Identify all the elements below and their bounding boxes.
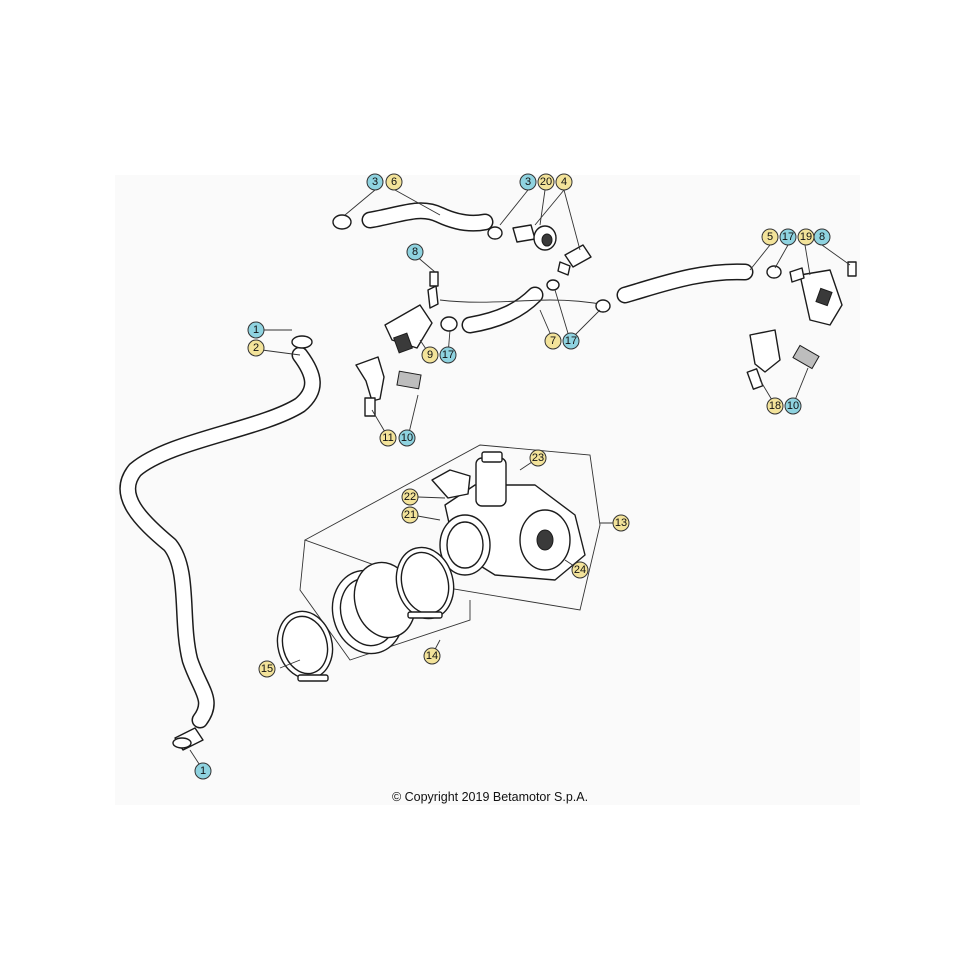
callout-1-top: 1 [247, 321, 265, 339]
callout-5: 5 [761, 228, 779, 246]
svg-text:18: 18 [769, 400, 781, 412]
callout-9: 9 [421, 346, 439, 364]
callout-18: 18 [766, 397, 784, 415]
svg-text:4: 4 [561, 176, 567, 188]
callout-13: 13 [612, 514, 630, 532]
svg-text:1: 1 [253, 324, 259, 336]
svg-text:11: 11 [382, 432, 393, 444]
callout-3-a: 3 [366, 173, 384, 191]
callout-21: 21 [401, 506, 419, 524]
callout-22: 22 [401, 488, 419, 506]
svg-text:20: 20 [540, 176, 552, 188]
callout-10-b: 10 [784, 397, 802, 415]
svg-text:14: 14 [426, 650, 438, 662]
svg-text:1: 1 [200, 765, 206, 777]
svg-text:10: 10 [787, 400, 799, 412]
callout-24: 24 [571, 561, 589, 579]
clamp-15-part [276, 610, 334, 682]
callout-15: 15 [258, 660, 276, 678]
svg-text:23: 23 [532, 452, 544, 464]
svg-text:2: 2 [253, 342, 259, 354]
long-hose-part [119, 335, 321, 751]
callout-2: 2 [247, 339, 265, 357]
copyright-notice: © Copyright 2019 Betamotor S.p.A. [391, 790, 589, 804]
left-injector-group [355, 271, 439, 417]
svg-text:22: 22 [404, 491, 416, 503]
right-injector-group [746, 261, 857, 390]
callout-17-a: 17 [779, 228, 797, 246]
svg-text:6: 6 [391, 176, 397, 188]
callout-19: 19 [797, 228, 815, 246]
callout-14: 14 [423, 647, 441, 665]
upper-fuel-hose-part [332, 202, 592, 276]
svg-text:21: 21 [404, 509, 416, 521]
throttle-body-assembly [303, 444, 601, 611]
callout-7: 7 [544, 332, 562, 350]
callout-10-a: 10 [398, 429, 416, 447]
callout-3-b: 3 [519, 173, 537, 191]
callout-1-bottom: 1 [194, 762, 212, 780]
svg-text:15: 15 [261, 663, 273, 675]
svg-text:8: 8 [412, 246, 418, 258]
intake-boot-assembly [299, 539, 471, 661]
svg-text:8: 8 [819, 231, 825, 243]
svg-text:17: 17 [565, 335, 577, 347]
callout-8-a: 8 [406, 243, 424, 261]
svg-text:7: 7 [550, 335, 556, 347]
callout-17-b: 17 [439, 346, 457, 364]
svg-text:10: 10 [401, 432, 413, 444]
callout-20: 20 [537, 173, 555, 191]
svg-text:17: 17 [442, 349, 454, 361]
callout-17-c: 17 [562, 332, 580, 350]
svg-text:3: 3 [372, 176, 378, 188]
callout-6: 6 [385, 173, 403, 191]
middle-fuel-hose-part [439, 263, 782, 334]
callout-8-b: 8 [813, 228, 831, 246]
callout-23: 23 [529, 449, 547, 467]
svg-text:19: 19 [800, 231, 812, 243]
svg-text:17: 17 [782, 231, 794, 243]
svg-text:13: 13 [615, 517, 627, 529]
callout-11: 11 [379, 429, 397, 447]
svg-text:5: 5 [767, 231, 773, 243]
svg-text:24: 24 [574, 564, 586, 576]
svg-text:9: 9 [427, 349, 433, 361]
callout-4: 4 [555, 173, 573, 191]
svg-text:3: 3 [525, 176, 531, 188]
